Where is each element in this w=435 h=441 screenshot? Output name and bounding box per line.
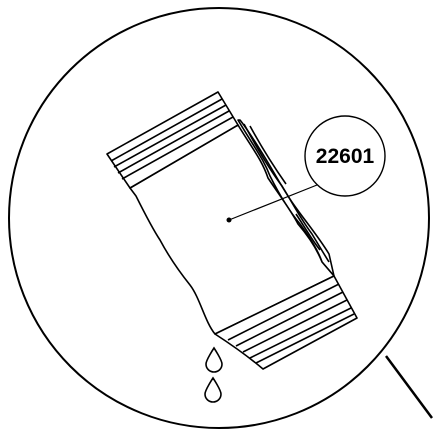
packet-bottom-seal	[214, 275, 358, 370]
droplet-icon	[204, 376, 222, 403]
packet-back-crease-3	[295, 213, 321, 251]
droplet-icon	[205, 346, 223, 373]
detail-circle	[8, 7, 430, 429]
part-number-label: 22601	[316, 145, 375, 168]
bottom-seal-line-4	[249, 307, 352, 359]
callout-leader-line	[228, 184, 318, 221]
bottom-seal-line-2	[235, 291, 344, 347]
part-callout-bubble	[304, 115, 386, 197]
bottom-seal-line-1	[227, 283, 340, 341]
top-seal-line-2	[113, 104, 227, 168]
top-seal-line-3	[117, 110, 230, 174]
packet-back-crease-2	[249, 125, 287, 185]
top-seal-line-4	[121, 116, 234, 180]
bottom-seal-line-3	[242, 299, 348, 353]
packet-back-crease-1	[243, 123, 330, 263]
sealed-packet	[106, 91, 358, 370]
top-seal-line-1	[110, 98, 223, 162]
detail-leader-line	[384, 355, 434, 419]
bottom-seal-line-5	[255, 313, 355, 364]
